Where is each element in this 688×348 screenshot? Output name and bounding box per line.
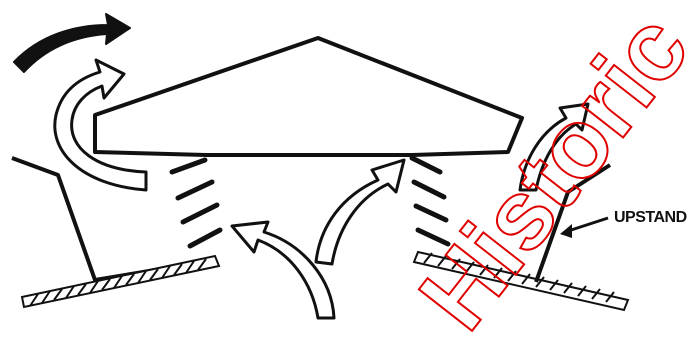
roof-deck-left: [20, 254, 221, 309]
upstand-profile: [534, 163, 612, 283]
wind-arrow-icon: [13, 13, 131, 73]
upstand-label: UPSTAND: [614, 209, 687, 226]
louvre-slats-right: [409, 155, 451, 247]
roof-deck-right: [412, 250, 630, 312]
airflow-arrow-icon: [230, 220, 336, 320]
upstand-pointer-arrow: [560, 216, 609, 238]
airflow-arrow-icon: [518, 102, 590, 192]
vent-cap: [93, 36, 524, 157]
airflow-arrow-icon: [314, 158, 406, 266]
airflow-arrow-icon: [53, 58, 148, 192]
louvre-slats-left: [169, 157, 223, 249]
